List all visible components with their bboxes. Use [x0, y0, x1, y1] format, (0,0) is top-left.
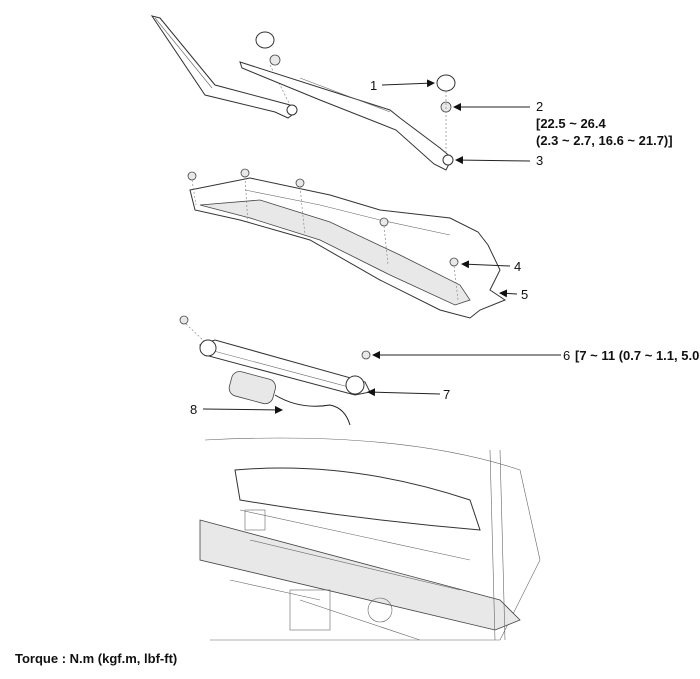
callout-5: 5: [521, 287, 529, 302]
callout-leaders: [202, 79, 561, 414]
callout-6: 6: [563, 348, 571, 363]
callout-2-torque-line1: [22.5 ~ 26.4: [536, 116, 606, 131]
callout-7: 7: [443, 387, 451, 402]
callout-1: 1: [370, 78, 378, 93]
vehicle-cowl-area: [199, 437, 541, 641]
wiper-arm-driver: [150, 15, 298, 119]
callout-6-torque: [7 ~ 11 (0.7 ~ 1.1, 5.0 ~ 7.9)]: [575, 348, 700, 363]
wiper-arm-passenger: [239, 61, 454, 171]
callout-3: 3: [536, 153, 544, 168]
cowl-top-cover: [187, 168, 507, 319]
callout-2: 2: [536, 99, 544, 114]
torque-units-legend: Torque : N.m (kgf.m, lbf-ft): [15, 651, 178, 666]
cap-left: [255, 31, 291, 106]
cap-and-nut: [436, 74, 456, 155]
callout-2-torque-line2: (2.3 ~ 2.7, 16.6 ~ 21.7)]: [536, 133, 673, 148]
callout-4: 4: [514, 259, 522, 274]
wiper-motor-linkage: [179, 315, 371, 426]
callout-8: 8: [190, 402, 198, 417]
